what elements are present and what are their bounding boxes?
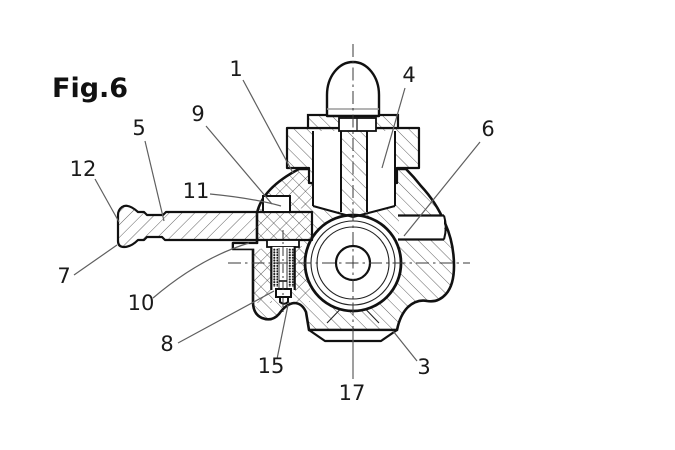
callout-4-leader: [381, 87, 406, 169]
callout-9-label: 9: [191, 102, 204, 126]
dome-outline: [325, 60, 381, 118]
callout-1-label: 1: [229, 57, 242, 81]
right-bore-channel: [398, 214, 447, 241]
callout-8-label: 8: [160, 332, 173, 356]
callout-15-leader: [276, 304, 289, 360]
leader-lines: [73, 79, 481, 379]
callout-11-label: 11: [183, 179, 210, 203]
callout-7-leader: [73, 244, 118, 276]
right-channel-void: [399, 216, 444, 239]
slot-bottom-vee: [312, 205, 396, 218]
callout-10-leader: [152, 242, 250, 299]
callout-5-label: 5: [132, 116, 145, 140]
figure-label: Fig.6: [52, 73, 128, 104]
callout-6-label: 6: [481, 117, 494, 141]
callout-12-leader: [94, 178, 120, 223]
centerlines: [228, 44, 470, 362]
slot-left: [313, 131, 341, 212]
callout-7-label: 7: [57, 264, 70, 288]
callout-10-label: 10: [128, 291, 155, 315]
key-block-part: [262, 195, 291, 213]
callout-11-leader: [209, 193, 282, 207]
shaft-part: [116, 204, 314, 249]
callout-5-leader: [144, 140, 165, 222]
shaft-outline: [116, 204, 314, 249]
callout-17-label: 17: [339, 381, 366, 405]
callout-8-leader: [177, 290, 275, 344]
callout-6-leader: [403, 141, 481, 237]
callout-4-label: 4: [402, 63, 415, 87]
stud-stem: [341, 131, 367, 218]
callout-12-label: 12: [70, 157, 97, 181]
callout-3-label: 3: [417, 355, 430, 379]
callout-9-leader: [205, 125, 273, 205]
callout-15-label: 15: [258, 354, 285, 378]
crosshatch-lower-left: [253, 249, 272, 303]
retaining-nut-part: [285, 113, 421, 218]
pin-tip-nub: [279, 296, 289, 305]
shaft-clearance-gap: [234, 244, 268, 249]
slot-right: [367, 131, 395, 212]
coil-spring-right: [288, 248, 294, 287]
callout-3-leader: [392, 330, 418, 362]
coil-spring-left: [272, 248, 278, 287]
callout-1-leader: [242, 79, 294, 174]
right-channel-end: [443, 215, 447, 240]
